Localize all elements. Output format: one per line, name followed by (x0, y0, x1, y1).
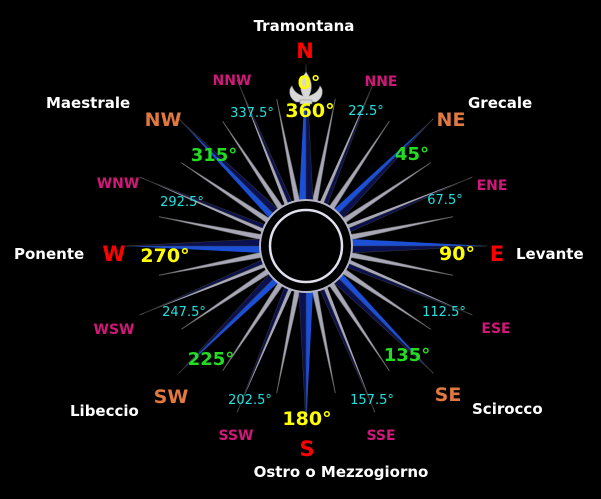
label-W: W (102, 242, 125, 266)
label-SW: SW (154, 386, 189, 408)
deg-360: 360° (285, 100, 334, 122)
label-E: E (490, 242, 504, 266)
deg-202-5: 202.5° (228, 393, 272, 408)
deg-337-5: 337.5° (230, 106, 274, 121)
label-SE: SE (435, 384, 462, 406)
label-SSE: SSE (366, 428, 395, 444)
wind-name-northwest: Maestrale (46, 94, 130, 112)
wind-name-west: Ponente (14, 245, 84, 263)
label-S: S (299, 437, 314, 461)
deg-135: 135° (384, 345, 431, 366)
deg-157-5: 157.5° (350, 393, 394, 408)
label-NNE: NNE (365, 74, 398, 90)
label-NW: NW (145, 109, 182, 131)
label-ESE: ESE (481, 321, 510, 337)
deg-22-5: 22.5° (348, 104, 383, 119)
deg-90: 90° (439, 243, 475, 265)
label-NE: NE (437, 109, 466, 131)
wind-name-north: Tramontana (254, 17, 355, 35)
deg-315: 315° (191, 145, 238, 166)
label-NNW: NNW (213, 73, 252, 89)
deg-270: 270° (140, 245, 189, 267)
deg-247-5: 247.5° (162, 305, 206, 320)
deg-112-5: 112.5° (422, 305, 466, 320)
label-WSW: WSW (94, 322, 135, 338)
wind-name-southeast: Scirocco (472, 400, 543, 418)
label-SSW: SSW (219, 428, 254, 444)
deg-225: 225° (188, 349, 235, 370)
wind-name-northeast: Grecale (468, 94, 532, 112)
wind-name-south: Ostro o Mezzogiorno (254, 463, 429, 481)
fleur-de-lis-icon (289, 71, 323, 105)
wind-name-east: Levante (516, 245, 584, 263)
deg-0: 0° (298, 72, 321, 94)
label-WNW: WNW (97, 176, 140, 192)
deg-292-5: 292.5° (160, 195, 204, 210)
deg-180: 180° (282, 408, 331, 430)
wind-name-southwest: Libeccio (70, 402, 139, 420)
label-ENE: ENE (477, 178, 508, 194)
label-N: N (296, 39, 314, 63)
hub-inner (268, 208, 344, 284)
deg-67-5: 67.5° (427, 193, 462, 208)
deg-45: 45° (395, 144, 429, 165)
